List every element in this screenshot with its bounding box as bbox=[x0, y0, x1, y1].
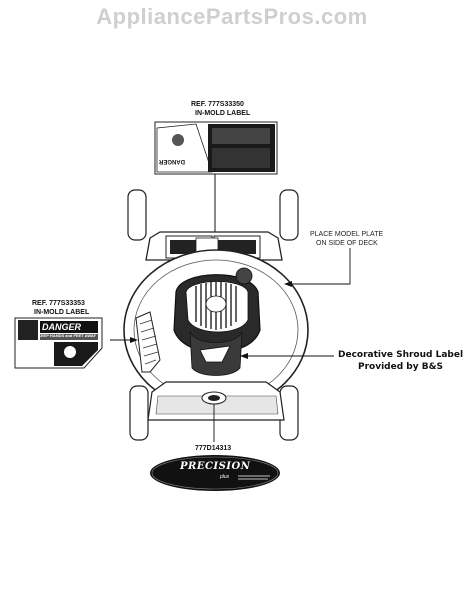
part-number: 777D14313 bbox=[195, 445, 232, 452]
shroud-label-line2: Provided by B&S bbox=[358, 362, 443, 372]
left-in-mold-label bbox=[14, 317, 103, 369]
precision-badge bbox=[150, 455, 280, 491]
fuel-cap-icon bbox=[235, 267, 253, 285]
rear-right-wheel bbox=[279, 189, 299, 241]
top-label-danger-text: DANGER bbox=[158, 158, 185, 164]
shroud-label-area bbox=[199, 345, 231, 363]
top-in-mold-label: DANGER bbox=[154, 121, 278, 175]
top-label-ref: REF. 777S33350 bbox=[191, 101, 244, 108]
discharge-chute bbox=[135, 311, 161, 373]
shroud-label-line1: Decorative Shroud Label bbox=[338, 350, 464, 360]
left-label-kind: IN-MOLD LABEL bbox=[34, 309, 90, 316]
left-label-danger: DANGER bbox=[42, 322, 82, 332]
watermark: AppliancePartsPros.com bbox=[96, 4, 368, 29]
badge-brand: PRECISION bbox=[180, 461, 251, 472]
front-left-wheel bbox=[129, 385, 149, 441]
badge-sub: plus bbox=[220, 474, 230, 480]
left-label-warning: KEEP HANDS and FEET AWAY bbox=[38, 333, 97, 338]
model-plate-line2: ON SIDE OF DECK bbox=[316, 240, 378, 247]
left-label-ref: REF. 777S33353 bbox=[32, 300, 85, 307]
top-label-kind: IN-MOLD LABEL bbox=[195, 110, 251, 117]
rear-left-wheel bbox=[127, 189, 147, 241]
model-plate-line1: PLACE MODEL PLATE bbox=[310, 231, 384, 238]
